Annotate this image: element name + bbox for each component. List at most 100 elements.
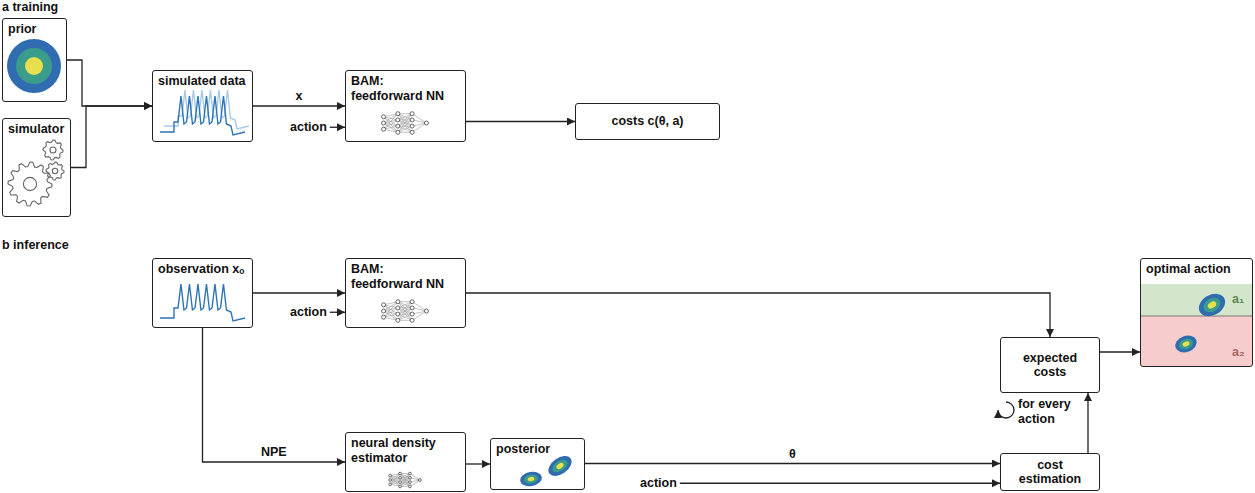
blob-middle xyxy=(523,473,538,484)
blob-middle xyxy=(1178,337,1195,351)
posterior-box: posterior xyxy=(490,438,585,490)
gear-hub xyxy=(52,168,57,173)
network-unit xyxy=(389,483,392,486)
edge-label: NPE xyxy=(259,445,289,459)
network-unit xyxy=(396,300,400,304)
network-link xyxy=(412,114,426,123)
prior-inner xyxy=(25,57,43,75)
network-link xyxy=(400,474,410,487)
posterior-blob xyxy=(1173,333,1199,356)
box-title: BAM: feedforward NN xyxy=(351,74,451,103)
panel-heading: a training xyxy=(2,0,58,15)
network-box: BAM: feedforward NN xyxy=(345,258,466,328)
network-unit xyxy=(424,309,428,313)
box-title: simulator xyxy=(8,122,64,137)
voltage-trace xyxy=(160,284,245,321)
flow-arrow xyxy=(253,105,345,106)
network-link xyxy=(398,114,412,133)
simulator-box: simulator xyxy=(2,118,71,217)
flow-arrow xyxy=(585,463,1000,464)
network-unit xyxy=(382,121,386,125)
box-title: optimal action xyxy=(1146,262,1231,277)
box-title: prior xyxy=(8,22,36,37)
box-title: observation xₒ xyxy=(158,262,244,277)
expected-cost-box: expected costs xyxy=(1000,337,1100,393)
network-unit xyxy=(399,481,402,484)
blob-outer xyxy=(545,452,575,480)
network-unit xyxy=(382,309,386,313)
network-unit xyxy=(389,474,392,477)
network-unit xyxy=(410,312,414,316)
network-unit xyxy=(389,479,392,482)
network-link xyxy=(412,311,426,320)
input-arrow xyxy=(330,127,345,128)
network-link xyxy=(398,302,412,321)
flow-arrow xyxy=(466,121,575,122)
observation-box: observation xₒ xyxy=(152,258,253,328)
blob-outer xyxy=(1195,289,1229,320)
network-unit xyxy=(424,121,428,125)
data-box: simulated data xyxy=(152,70,253,142)
input-arrow xyxy=(330,312,345,313)
box-title: neural density estimator xyxy=(351,436,460,465)
network-unit xyxy=(382,127,386,131)
blob-inner xyxy=(1207,300,1218,310)
flow-arrow xyxy=(1100,351,1140,352)
cost-box: costs c(θ, a) xyxy=(575,103,720,140)
action-label: a₁ xyxy=(1232,292,1244,307)
blob-middle xyxy=(550,457,570,475)
voltage-trace xyxy=(160,96,245,135)
network-unit xyxy=(410,118,414,122)
posterior-blob xyxy=(1195,289,1229,320)
loop-label: for every action xyxy=(1018,397,1076,426)
edge-label: θ xyxy=(787,447,798,461)
blob-outer xyxy=(1173,333,1199,356)
flow-arrow xyxy=(203,328,346,462)
flow-arrow xyxy=(1087,393,1088,453)
box-title: cost estimation xyxy=(1007,458,1093,487)
input-label: action xyxy=(290,120,327,135)
voltage-trace xyxy=(164,90,249,129)
network-unit xyxy=(409,485,412,488)
network-link xyxy=(412,302,426,311)
prior-box: prior xyxy=(2,18,67,102)
network-unit xyxy=(382,315,386,319)
box-title: BAM: feedforward NN xyxy=(351,262,451,291)
blob-inner xyxy=(555,462,564,471)
flow-arrow xyxy=(466,463,490,464)
network-link xyxy=(384,120,398,129)
gear-icon xyxy=(46,162,64,180)
flow-arrow xyxy=(466,293,1050,337)
gear-icon xyxy=(8,162,52,206)
network-unit xyxy=(410,130,414,134)
action-band-1 xyxy=(1141,284,1252,316)
panel-heading: b inference xyxy=(2,238,69,253)
network-unit xyxy=(409,476,412,479)
gear-hub xyxy=(23,177,36,190)
action-band-2 xyxy=(1141,316,1252,366)
gear-hub xyxy=(50,147,56,153)
network-link xyxy=(400,474,410,487)
network-unit xyxy=(396,306,400,310)
flow-arrow xyxy=(67,60,152,106)
network-unit xyxy=(396,130,400,134)
decision-boundary xyxy=(1141,316,1252,317)
posterior-blob xyxy=(545,452,575,480)
network-box: BAM: feedforward NN xyxy=(345,70,466,142)
network-unit xyxy=(399,485,402,488)
network-unit xyxy=(410,306,414,310)
network-unit xyxy=(409,472,412,475)
network-link xyxy=(384,308,398,317)
network-unit xyxy=(410,124,414,128)
cost-estimation-box: cost estimation xyxy=(1000,453,1100,491)
network-unit xyxy=(410,112,414,116)
box-title: expected costs xyxy=(1007,351,1093,380)
network-unit xyxy=(418,479,421,482)
network-unit xyxy=(396,112,400,116)
network-unit xyxy=(409,481,412,484)
box-title: posterior xyxy=(496,442,550,457)
flow-arrow xyxy=(253,292,345,293)
